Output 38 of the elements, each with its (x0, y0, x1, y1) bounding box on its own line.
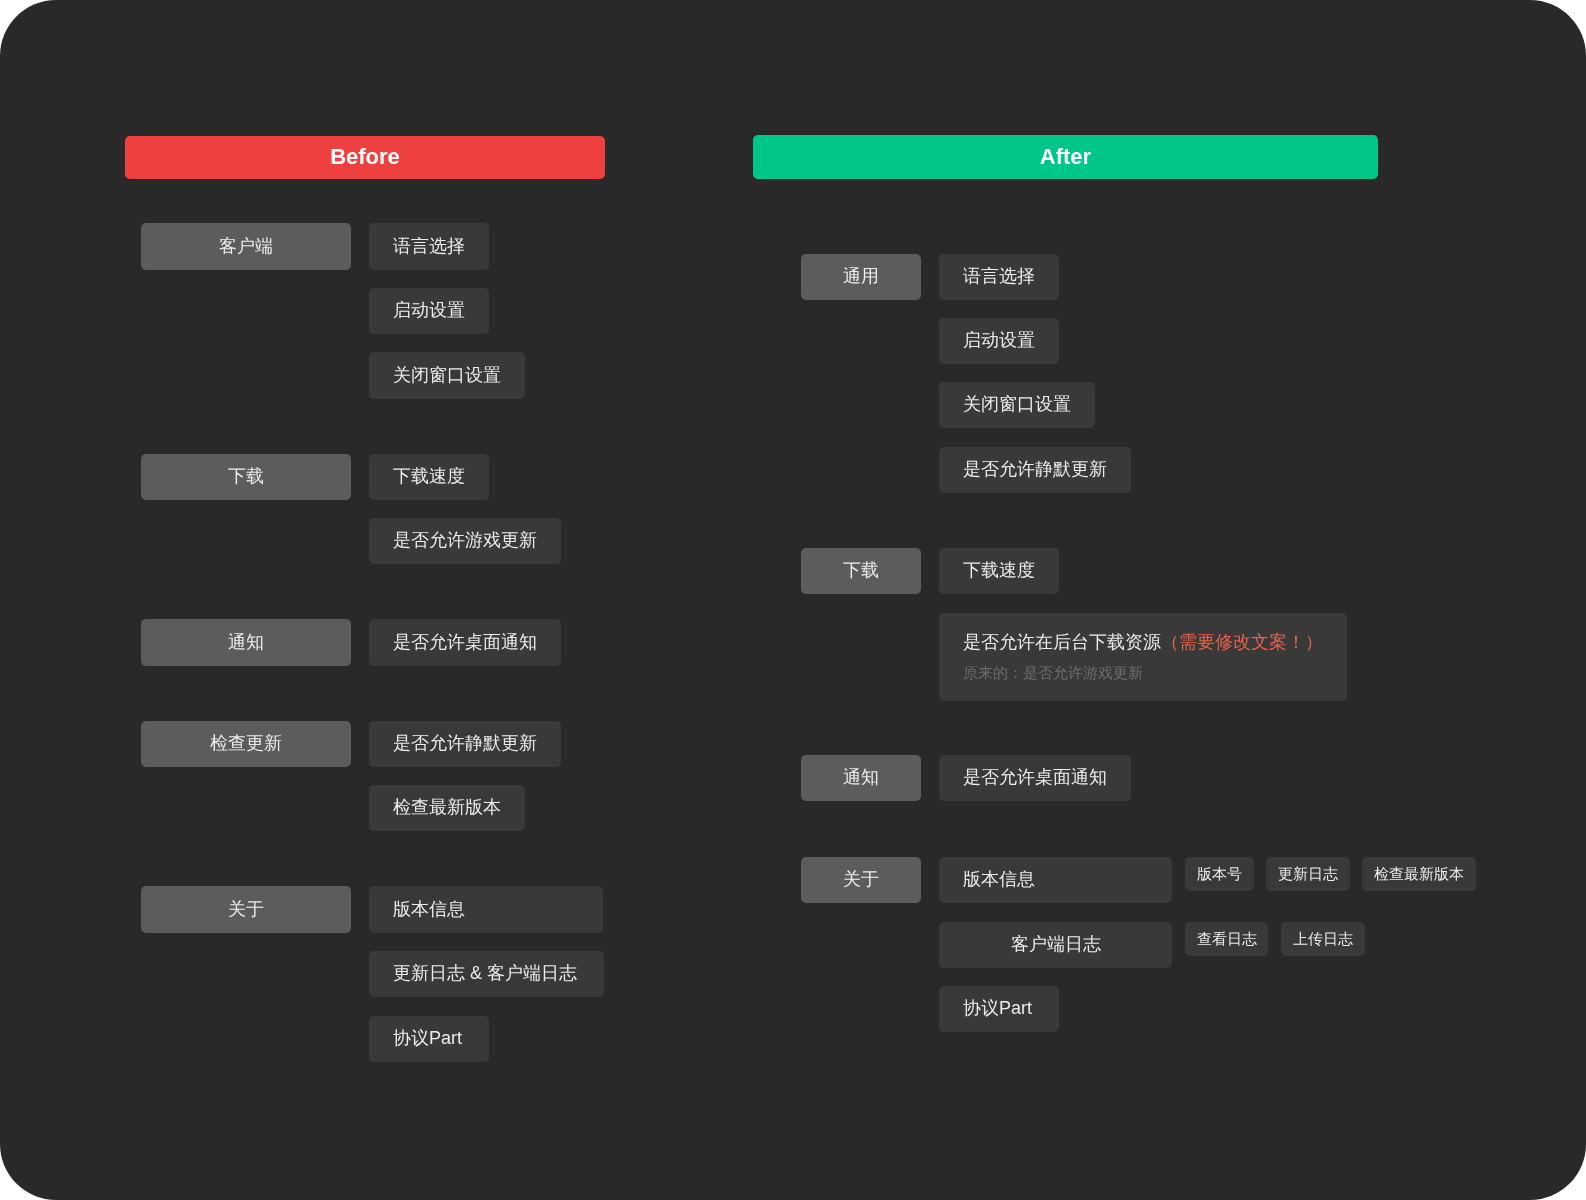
category-box: 客户端 (141, 223, 351, 270)
setting-item-box: 启动设置 (369, 288, 489, 334)
setting-item-box: 客户端日志 (939, 922, 1172, 968)
setting-item-box: 是否允许静默更新 (939, 447, 1131, 493)
option-tag: 上传日志 (1281, 922, 1365, 956)
setting-item-box: 下载速度 (369, 454, 489, 500)
setting-item-box: 关闭窗口设置 (369, 352, 525, 399)
category-box: 关于 (801, 857, 921, 903)
category-box: 通知 (141, 619, 351, 666)
option-tag: 更新日志 (1266, 857, 1350, 891)
option-tag: 查看日志 (1185, 922, 1268, 956)
setting-item-box: 版本信息 (939, 857, 1172, 903)
setting-item-box: 是否允许游戏更新 (369, 518, 561, 564)
option-tag: 版本号 (1185, 857, 1254, 891)
section-header-bar: Before (125, 136, 605, 179)
category-box: 检查更新 (141, 721, 351, 767)
revision-note: （需要修改文案！） (1161, 632, 1323, 654)
setting-item-box: 语言选择 (939, 254, 1059, 300)
setting-item-box: 是否允许桌面通知 (939, 755, 1131, 801)
category-box: 关于 (141, 886, 351, 933)
setting-item-box: 下载速度 (939, 548, 1059, 594)
section-header-bar: After (753, 135, 1378, 179)
setting-item-box: 是否允许静默更新 (369, 721, 561, 767)
setting-item-box: 更新日志 & 客户端日志 (369, 951, 604, 997)
category-box: 通用 (801, 254, 921, 300)
setting-item-box: 版本信息 (369, 886, 603, 933)
setting-item-box: 启动设置 (939, 318, 1059, 364)
option-tag: 检查最新版本 (1362, 857, 1476, 891)
setting-label: 是否允许在后台下载资源 (963, 632, 1161, 654)
setting-item-box: 检查最新版本 (369, 785, 525, 831)
category-box: 通知 (801, 755, 921, 801)
category-box: 下载 (141, 454, 351, 500)
setting-item-box: 是否允许桌面通知 (369, 619, 561, 666)
category-box: 下载 (801, 548, 921, 594)
setting-item-box: 协议Part (369, 1016, 489, 1062)
setting-item-box: 协议Part (939, 986, 1059, 1032)
setting-item-box: 语言选择 (369, 223, 489, 270)
setting-item-box: 关闭窗口设置 (939, 382, 1095, 428)
